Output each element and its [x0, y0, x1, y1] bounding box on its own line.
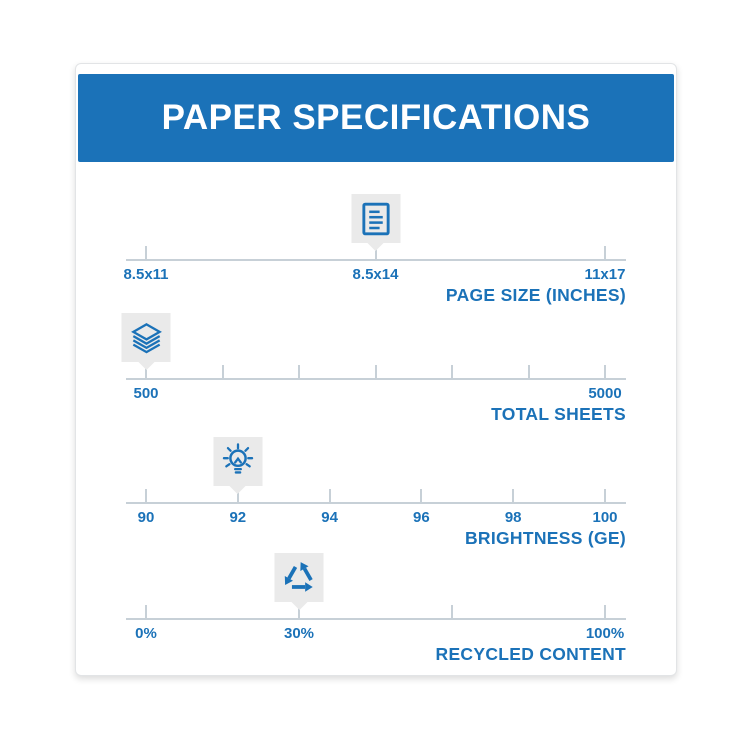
tick-label: 100%	[585, 625, 625, 642]
scale-tick	[604, 489, 606, 502]
paper-stack-icon	[129, 322, 163, 354]
tick-label: 92	[229, 509, 247, 526]
axis-title: TOTAL SHEETS	[491, 404, 626, 424]
tick-label: 500	[133, 385, 159, 402]
marker-pointer-icon	[229, 486, 246, 494]
tick-label: 8.5x11	[123, 266, 169, 283]
marker-pointer-icon	[138, 362, 154, 370]
scale-tick	[236, 489, 239, 502]
scale-tick	[298, 605, 300, 618]
scale-track	[126, 502, 626, 504]
scale-tick	[604, 365, 606, 378]
scale-tick	[221, 365, 224, 378]
tick-label: 96	[413, 509, 430, 526]
header-banner: PAPER SPECIFICATIONS	[78, 74, 674, 162]
scale-tick	[145, 605, 147, 618]
axis-title: BRIGHTNESS (GE)	[464, 528, 626, 548]
scale-track	[126, 378, 626, 380]
scale-tick	[145, 246, 147, 259]
scale-tick	[604, 605, 606, 618]
tick-label: 30%	[283, 625, 315, 642]
tick-label: 100	[592, 509, 618, 526]
tick-label: 94	[321, 509, 338, 526]
lightbulb-icon	[220, 442, 255, 481]
axis-title: PAGE SIZE (INCHES)	[445, 285, 626, 305]
scale-tick	[512, 489, 515, 502]
marker-pointer-icon	[291, 602, 307, 610]
axis-title: RECYCLED CONTENT	[435, 644, 626, 664]
tick-label: 11x17	[584, 266, 626, 283]
tick-label: 5000	[588, 385, 622, 402]
scale-tick	[527, 365, 530, 378]
document-icon-marker	[351, 194, 400, 251]
tick-label: 90	[137, 509, 155, 526]
scale-tick	[328, 489, 331, 502]
scale-tick	[145, 489, 147, 502]
paper-stack-icon-marker	[121, 313, 171, 370]
lightbulb-icon-marker	[213, 437, 263, 494]
recycle-icon-marker	[274, 553, 324, 610]
document-icon	[360, 201, 391, 237]
scale-track	[126, 618, 626, 620]
tick-label: 8.5x14	[352, 266, 399, 283]
scale-tick	[451, 365, 453, 378]
scale-tick	[604, 246, 606, 259]
scale-tick	[298, 365, 300, 378]
spec-card: PAPER SPECIFICATIONS PAGE SIZE (INCHES) …	[75, 63, 677, 676]
page-title: PAPER SPECIFICATIONS	[161, 98, 591, 137]
recycle-icon	[282, 561, 316, 595]
scale-tick	[374, 246, 377, 259]
scale-track	[126, 259, 626, 261]
tick-label: 0%	[135, 625, 157, 642]
tick-label: 98	[504, 509, 522, 526]
scale-tick	[374, 365, 377, 378]
scale-tick	[145, 365, 147, 378]
scale-tick	[420, 489, 423, 502]
scale-tick	[451, 605, 453, 618]
marker-pointer-icon	[367, 243, 384, 251]
